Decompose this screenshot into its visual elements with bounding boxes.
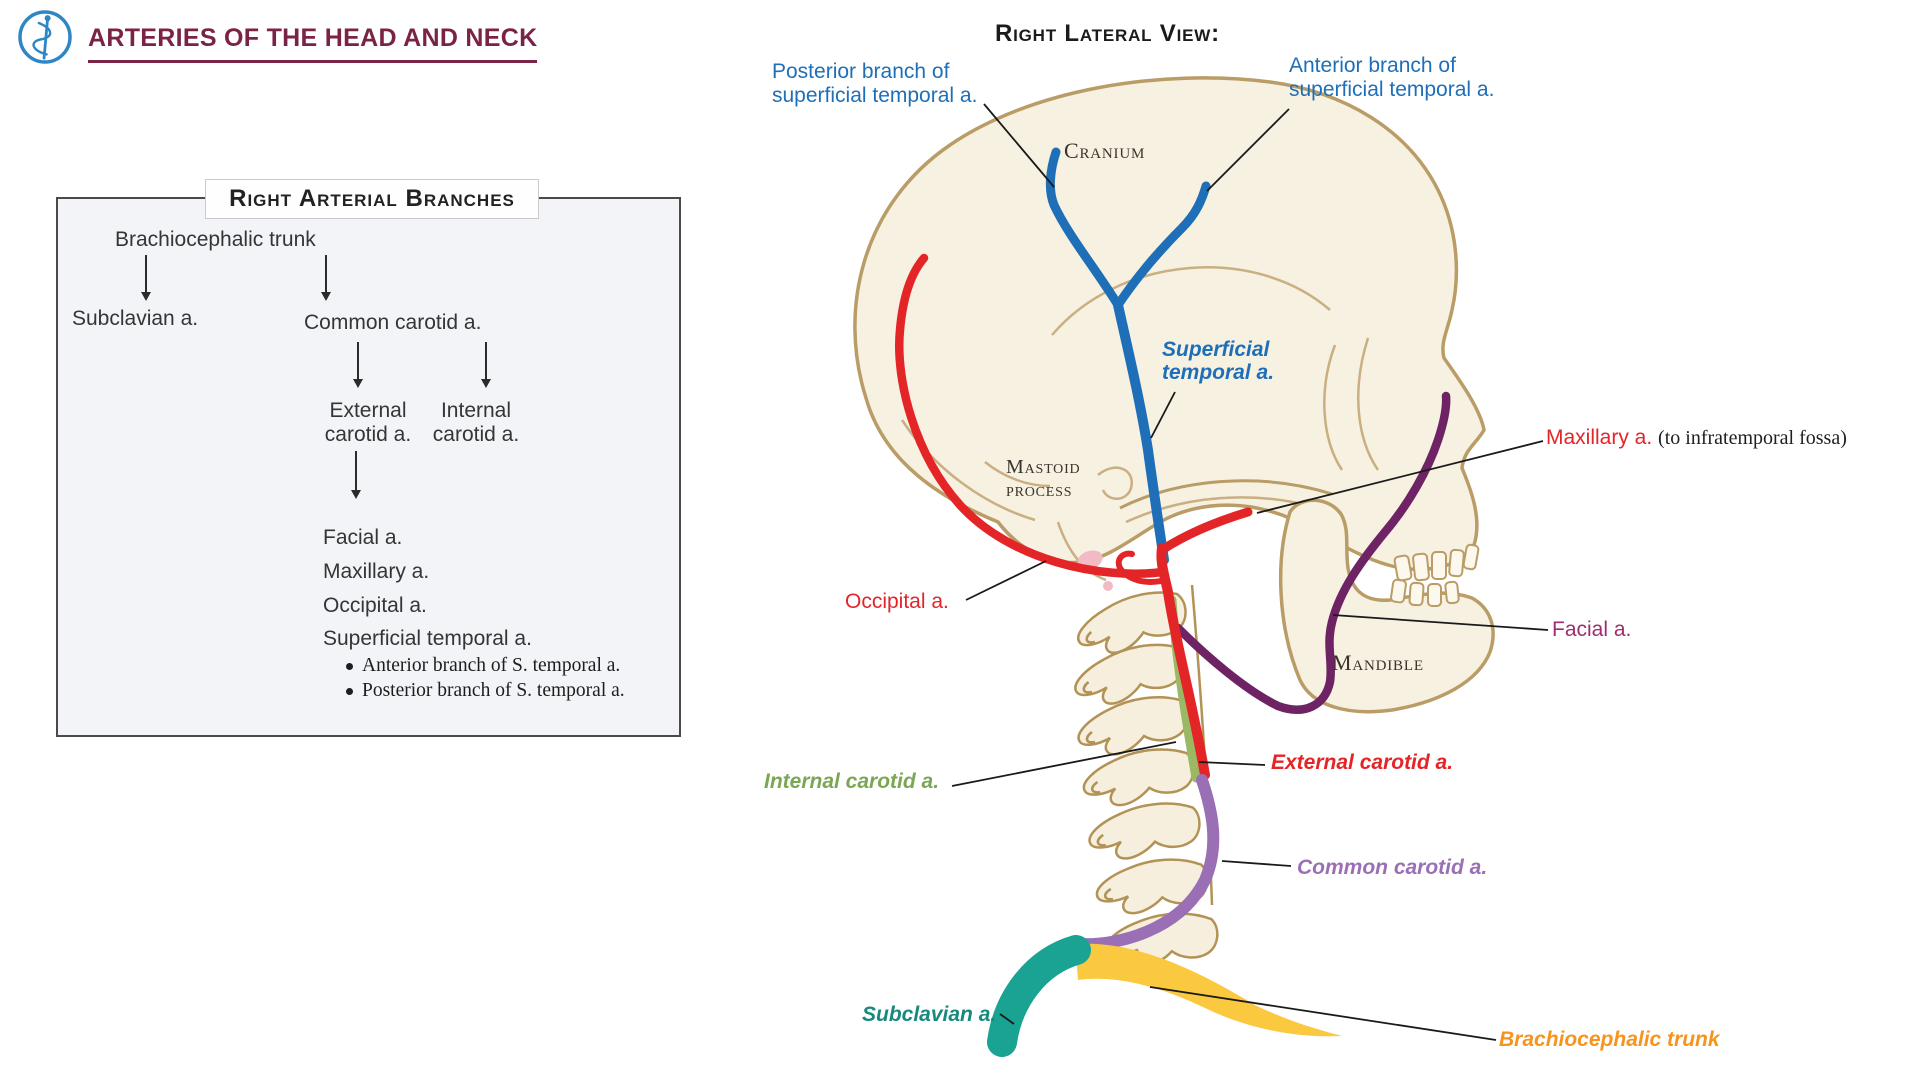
label-posterior-branch: Posterior branch of superficial temporal… xyxy=(772,60,978,107)
flow-arrow xyxy=(481,342,491,388)
label-common-carotid: Common carotid a. xyxy=(1297,856,1488,879)
node-anterior-branch: Anterior branch of S. temporal a. xyxy=(346,655,620,677)
label-mandible: Mandible xyxy=(1332,650,1424,675)
maxillary-name: Maxillary a. xyxy=(1546,426,1653,449)
flow-arrow xyxy=(351,451,361,499)
label-anterior-branch: Anterior branch of superficial temporal … xyxy=(1289,54,1495,101)
posterior-branch-text: Posterior branch of S. temporal a. xyxy=(362,680,625,701)
label-cranium: Cranium xyxy=(1064,138,1146,163)
staff-of-asclepius-icon xyxy=(18,10,72,64)
label-brachiocephalic: Brachiocephalic trunk xyxy=(1499,1028,1720,1051)
flow-arrow xyxy=(353,342,363,388)
view-title: Right Lateral View: xyxy=(995,20,1220,47)
lower-teeth xyxy=(1390,578,1460,607)
posterior-branch-artery xyxy=(1045,147,1123,310)
occipital-twig xyxy=(1115,550,1169,585)
node-posterior-branch: Posterior branch of S. temporal a. xyxy=(346,680,625,702)
common-carotid-artery xyxy=(1074,774,1220,951)
panel-title: Right Arterial Branches xyxy=(205,179,539,219)
node-brachiocephalic-trunk: Brachiocephalic trunk xyxy=(115,228,316,251)
anterior-branch-artery xyxy=(1113,181,1211,310)
label-external-carotid: External carotid a. xyxy=(1271,751,1454,774)
bullet-icon xyxy=(346,662,353,670)
styloid-highlight xyxy=(1103,581,1113,591)
label-subclavian: Subclavian a. xyxy=(862,1003,997,1026)
node-common-carotid: Common carotid a. xyxy=(304,311,482,334)
node-internal-carotid: Internal carotid a. xyxy=(432,399,520,447)
node-superficial-temporal: Superficial temporal a. xyxy=(323,627,532,650)
subclavian-artery-shape xyxy=(987,935,1091,1057)
node-subclavian: Subclavian a. xyxy=(72,307,199,330)
leader-lines xyxy=(951,103,1549,1041)
external-carotid-artery xyxy=(1156,543,1210,780)
occipital-artery xyxy=(895,253,1168,578)
node-external-carotid: External carotid a. xyxy=(324,399,412,447)
page-title: ARTERIES OF THE HEAD AND NECK xyxy=(88,24,538,63)
label-maxillary: Maxillary a. (to infratemporal fossa) xyxy=(1546,426,1847,450)
cervical-vertebrae xyxy=(1074,584,1219,968)
arterial-branches-panel: Right Arterial Branches Brachiocephalic … xyxy=(56,179,681,737)
label-facial: Facial a. xyxy=(1552,618,1632,641)
node-occipital: Occipital a. xyxy=(323,594,427,617)
label-mastoid-process: Mastoid process xyxy=(1006,456,1081,501)
maxillary-artery xyxy=(1157,507,1253,555)
flow-arrow xyxy=(141,255,151,301)
label-internal-carotid: Internal carotid a. xyxy=(764,770,940,793)
facial-artery xyxy=(1173,391,1451,714)
superficial-temporal-artery xyxy=(1113,300,1169,565)
upper-teeth xyxy=(1393,543,1480,582)
anterior-branch-text: Anterior branch of S. temporal a. xyxy=(362,655,621,676)
brachiocephalic-trunk-shape xyxy=(1075,943,1342,1037)
node-maxillary: Maxillary a. xyxy=(323,560,430,583)
cranium-bone xyxy=(853,76,1486,582)
node-facial: Facial a. xyxy=(323,526,403,549)
bullet-icon xyxy=(346,687,353,695)
flow-arrow xyxy=(321,255,331,301)
maxillary-note: (to infratemporal fossa) xyxy=(1658,427,1847,449)
label-occipital: Occipital a. xyxy=(845,590,949,613)
label-superficial-temporal: Superficial temporal a. xyxy=(1162,338,1275,385)
